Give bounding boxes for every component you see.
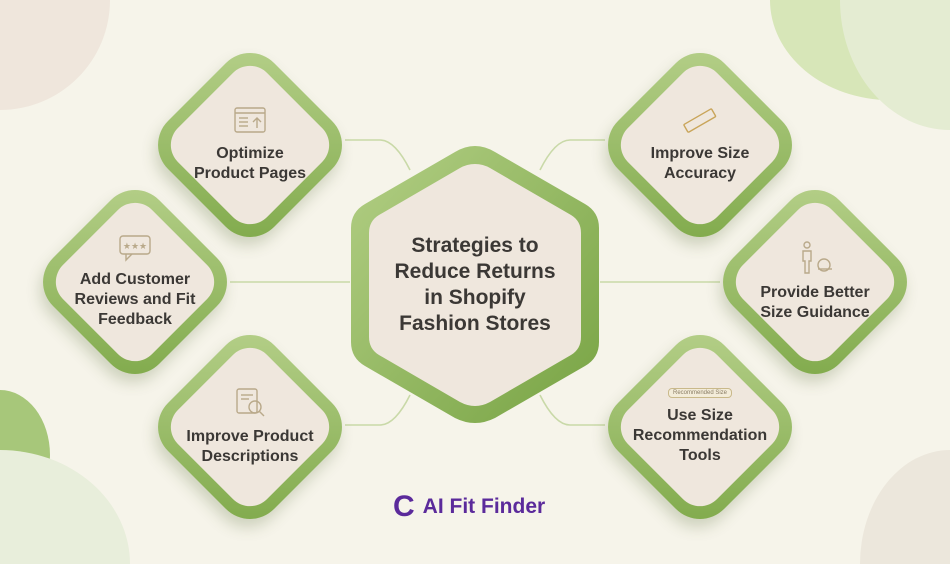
strategy-label: Add Customer Reviews and Fit Feedback [74, 271, 196, 328]
strategy-optimize-product-pages: Optimize Product Pages [143, 38, 357, 252]
brand-logo: C AI Fit Finder [393, 490, 545, 524]
connector-line [345, 394, 411, 426]
strategy-provide-better-size-guidance: Provide Better Size Guidance [708, 175, 922, 389]
strategy-label: Improve Size Accuracy [650, 145, 750, 182]
connector-line [539, 394, 605, 426]
center-hexagon: Strategies to Reduce Returns in Shopify … [345, 140, 605, 430]
strategy-improve-product-descriptions: Improve Product Descriptions [143, 320, 357, 534]
strategy-use-size-recommendation-tools: Recommended Size Use Size Recommendation… [593, 320, 807, 534]
connector-line [345, 139, 411, 171]
recommended-size-button-icon: Recommended Size [667, 388, 733, 398]
ruler-icon [683, 108, 717, 133]
brand-logo-mark: C [393, 490, 415, 523]
webpage-upload-icon [234, 107, 266, 133]
strategy-label: Improve Product Descriptions [186, 428, 314, 465]
center-title: Strategies to Reduce Returns in Shopify … [394, 234, 556, 335]
strategy-label: Provide Better Size Guidance [760, 284, 870, 321]
strategy-add-customer-reviews: ★★★ Add Customer Reviews and Fit Feedbac… [28, 175, 242, 389]
brand-name: AI Fit Finder [422, 495, 546, 518]
review-bubble-icon: ★★★ [119, 235, 151, 262]
connector-line [539, 139, 605, 171]
strategy-label: Use Size Recommendation Tools [632, 407, 768, 464]
document-search-icon [236, 388, 265, 417]
svg-text:★★★: ★★★ [123, 241, 147, 251]
strategy-label: Optimize Product Pages [193, 145, 307, 182]
strategy-improve-size-accuracy: Improve Size Accuracy [593, 38, 807, 252]
person-measuring-tape-icon [802, 241, 832, 274]
